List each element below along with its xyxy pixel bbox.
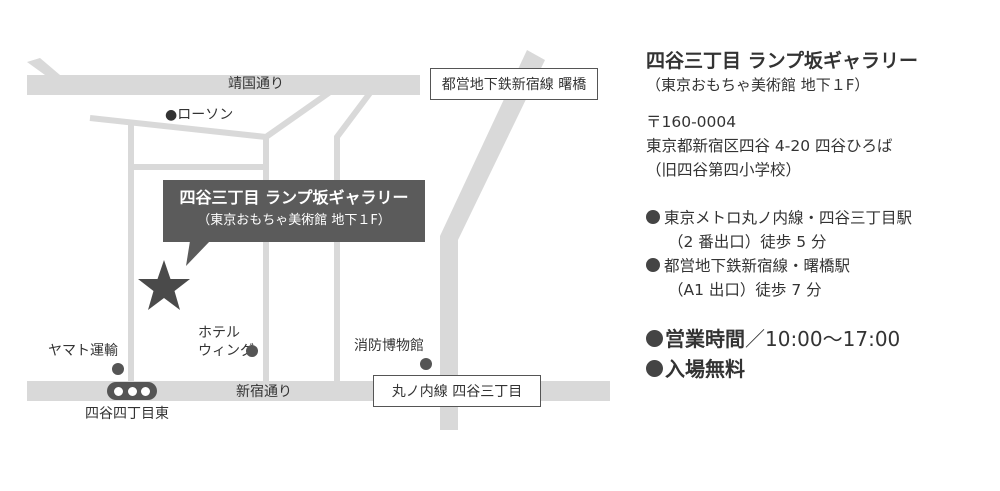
landmark-hotel-line2: ウィング — [198, 343, 254, 359]
bullet-icon — [646, 330, 663, 347]
landmark-lawson: ●ローソン — [165, 107, 234, 123]
station-box-yotsuya-sanchome: 丸ノ内線 四谷三丁目 — [373, 375, 541, 407]
info-title: 四谷三丁目 ランプ坂ギャラリー — [646, 50, 919, 72]
opening-hours: 営業時間／10:00〜17:00 — [646, 324, 986, 354]
landmark-yamato: ヤマト運輸 — [48, 343, 118, 359]
bullet-icon — [646, 360, 663, 377]
gallery-star-icon — [138, 260, 190, 310]
access-detail-1: （2 番出口）徒歩 5 分 — [668, 233, 827, 251]
minor-streets — [89, 89, 373, 381]
access-line-1: 東京メトロ丸ノ内線・四谷三丁目駅 — [646, 206, 986, 230]
gallery-callout: 四谷三丁目 ランプ坂ギャラリー （東京おもちゃ美術館 地下１F） — [163, 180, 425, 242]
info-subtitle: （東京おもちゃ美術館 地下１F） — [646, 76, 870, 94]
road-yasukuni — [27, 75, 420, 95]
hotel-dot-icon — [246, 345, 258, 357]
admission: 入場無料 — [646, 354, 986, 384]
address-note: （旧四谷第四小学校） — [646, 161, 802, 179]
road-top-diagonal — [27, 58, 60, 75]
address: 東京都新宿区四谷 4-20 四谷ひろば — [646, 137, 893, 155]
info-panel: 四谷三丁目 ランプ坂ギャラリー （東京おもちゃ美術館 地下１F） 〒160-00… — [646, 48, 986, 384]
street-label-shinjuku: 新宿通り — [236, 384, 292, 400]
landmark-hotel-line1: ホテル — [198, 325, 240, 341]
intersection-label: 四谷四丁目東 — [85, 406, 169, 422]
bullet-icon — [646, 210, 660, 224]
callout-pointer — [186, 241, 210, 266]
access-line-2: 都営地下鉄新宿線・曙橋駅 — [646, 254, 986, 278]
fire-museum-dot-icon — [420, 358, 432, 370]
station-box-akebonobashi: 都営地下鉄新宿線 曙橋 — [430, 68, 598, 100]
bullet-icon — [646, 258, 660, 272]
landmark-fire-museum: 消防博物館 — [354, 338, 424, 354]
callout-title: 四谷三丁目 ランプ坂ギャラリー — [179, 188, 409, 207]
street-label-yasukuni: 靖国通り — [228, 76, 284, 92]
road-diagonal — [440, 50, 545, 430]
postal-code: 〒160-0004 — [646, 113, 737, 131]
access-detail-2: （A1 出口）徒歩 7 分 — [668, 281, 822, 299]
traffic-signal-icon — [107, 382, 157, 400]
yamato-dot-icon — [112, 363, 124, 375]
callout-subtitle: （東京おもちゃ美術館 地下１F） — [197, 213, 391, 228]
